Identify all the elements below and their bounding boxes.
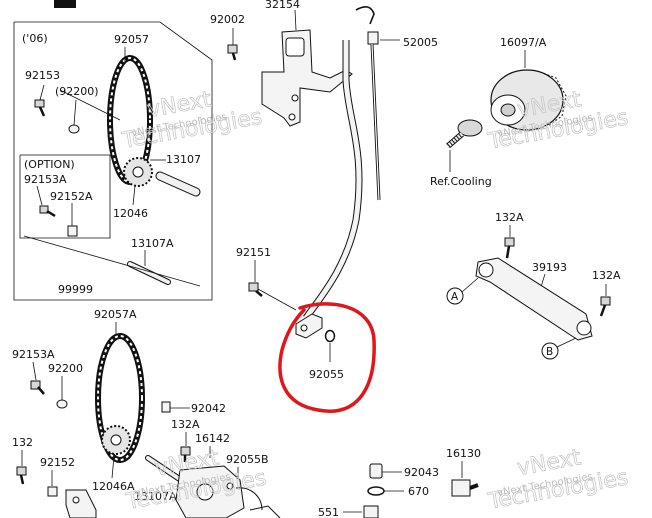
bolt-92153-icon <box>34 99 46 117</box>
o-ring-670-icon <box>367 486 385 496</box>
label-92002: 92002 <box>210 13 245 26</box>
label-92152a: 92152A <box>50 190 93 203</box>
label-92057: 92057 <box>114 33 149 46</box>
flange-icon <box>295 313 323 339</box>
dowel-92042-icon <box>161 401 171 413</box>
label-ref-cooling: Ref.Cooling <box>430 175 492 188</box>
fitting-16130-icon <box>451 479 479 497</box>
bolt-132a-2-icon <box>599 296 611 317</box>
callout-b-label: B <box>546 346 553 358</box>
label-16097a: 16097/A <box>500 36 547 49</box>
callout-a: A <box>446 277 479 305</box>
label-92153a-top: 92153A <box>24 173 67 186</box>
part-551-icon <box>363 505 379 518</box>
label-92043: 92043 <box>404 466 439 479</box>
label-16142: 16142 <box>195 432 230 445</box>
bracket-32154-icon <box>261 29 353 127</box>
inset-box-06 <box>13 21 213 301</box>
leader-12046a <box>111 455 115 479</box>
label-12046: 12046 <box>113 207 148 220</box>
label-99999: 99999 <box>58 283 93 296</box>
highlight-circle <box>278 302 376 413</box>
o-ring-92055-icon <box>324 329 336 343</box>
link-rod-39193-icon <box>475 257 593 341</box>
label-670: 670 <box>408 485 429 498</box>
label-92153a-bot: 92153A <box>12 348 55 361</box>
callout-b: B <box>541 337 577 360</box>
label-92057a: 92057A <box>94 308 137 321</box>
watermark-4: vNext Technologies vNext Technologies <box>485 445 630 515</box>
label-16130: 16130 <box>446 447 481 460</box>
label-year-06: ('06) <box>22 32 48 45</box>
label-92055b: 92055B <box>226 453 269 466</box>
washer-92152a-icon <box>67 225 78 237</box>
shaft-13107-icon <box>155 171 201 197</box>
inset-leader-lines <box>23 47 201 287</box>
bolt-132a-1-icon <box>504 237 515 259</box>
oil-pipe-icon <box>303 40 363 320</box>
label-13107a-bot: 13107A <box>134 490 177 503</box>
dipstick-52005-icon <box>355 6 381 201</box>
pin-92043-icon <box>369 463 383 479</box>
bracket-bottom-icon <box>65 489 97 518</box>
sprocket-12046a-icon <box>101 425 131 455</box>
washer-92200-bot-icon <box>56 399 68 409</box>
label-39193: 39193 <box>532 261 567 274</box>
label-13107a-top: 13107A <box>131 237 174 250</box>
label-551: 551 <box>318 506 339 518</box>
label-32154: 32154 <box>265 0 300 11</box>
leader-32154 <box>294 9 297 31</box>
label-92151: 92151 <box>236 246 271 259</box>
washer-92200-icon <box>68 124 80 134</box>
label-92153: 92153 <box>25 69 60 82</box>
top-clipped-tab <box>54 0 76 8</box>
label-12046a: 12046A <box>92 480 135 493</box>
bolt-132a-3-icon <box>180 446 191 462</box>
oil-pump-body-icon <box>145 455 281 518</box>
label-132a-1: 132A <box>495 211 524 224</box>
fitting-icon <box>446 119 483 149</box>
label-132a-3: 132A <box>171 418 200 431</box>
bolt-92002-icon <box>227 44 238 61</box>
label-92055: 92055 <box>309 368 344 381</box>
label-13107: 13107 <box>166 153 201 166</box>
label-52005: 52005 <box>403 36 438 49</box>
washer-92152-icon <box>47 486 58 497</box>
chain-92057a-icon <box>95 333 145 463</box>
sprocket-12046-icon <box>123 157 153 187</box>
watermark-1: vNext Technologies vNext Technologies <box>119 87 264 155</box>
pin-13107a-icon <box>127 261 171 285</box>
label-92200-paren: (92200) <box>55 85 99 98</box>
leader-92153a-bot <box>32 361 37 381</box>
label-132a-2: 132A <box>592 269 621 282</box>
bolt-92151-icon <box>248 282 297 311</box>
label-option: (OPTION) <box>24 158 75 171</box>
bolt-92153a-top-icon <box>39 205 56 218</box>
label-92152: 92152 <box>40 456 75 469</box>
label-92042: 92042 <box>191 402 226 415</box>
label-92200: 92200 <box>48 362 83 375</box>
bolt-132-icon <box>16 466 27 485</box>
bolt-92153a-bot-icon <box>30 380 45 395</box>
label-132: 132 <box>12 436 33 449</box>
callout-a-label: A <box>451 291 459 303</box>
oil-filter-16097a-icon <box>490 69 567 131</box>
